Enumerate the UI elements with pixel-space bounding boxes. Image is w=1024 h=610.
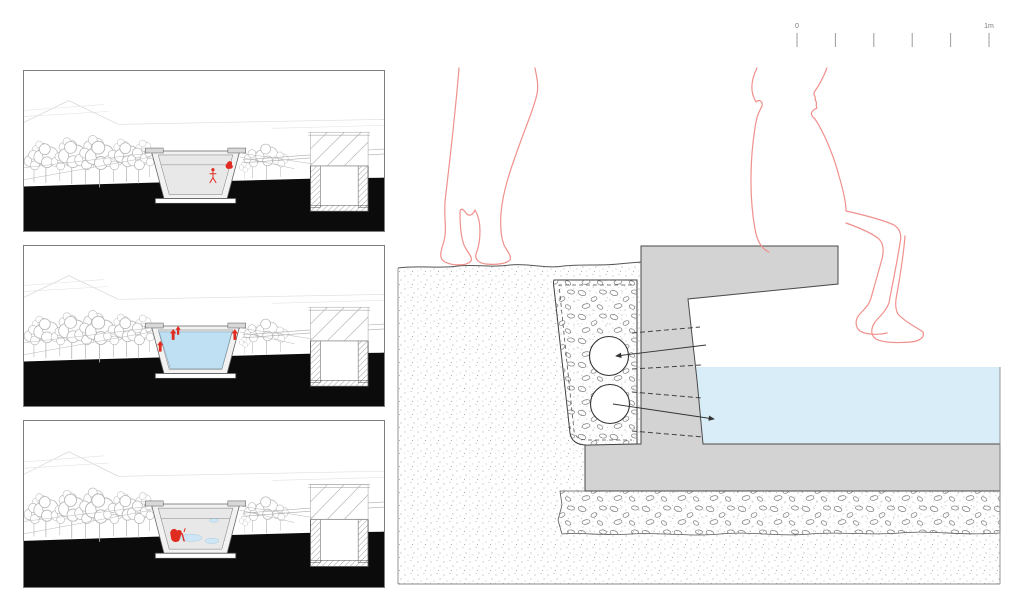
- pipe-sleeve-dashed-lines: [631, 326, 704, 438]
- scale-zero-label: 0: [795, 23, 799, 30]
- basin-water: [158, 331, 233, 369]
- figures-playing: [170, 528, 186, 542]
- figure-in-basin: [209, 168, 217, 184]
- overflow-pipe: [588, 335, 630, 377]
- section-panel-puddle-basin: [23, 420, 385, 588]
- person-sitting-figure: [750, 67, 925, 344]
- gravel-bed: [557, 490, 1001, 536]
- section-panel-empty-basin: [23, 70, 385, 232]
- geotextile-dashed-line: [558, 284, 632, 441]
- figure-on-steps: [225, 161, 233, 169]
- scale-end-label: 1m: [984, 23, 994, 30]
- section-panel-filled-basin: [23, 245, 385, 407]
- flow-arrow-to-overflow-pipe: [615, 344, 707, 359]
- person-standing-figure: [440, 67, 539, 266]
- inlet-pipe: [589, 383, 631, 425]
- puddles: [179, 518, 220, 544]
- flow-arrow-to-pool: [612, 403, 715, 421]
- scale-bar: 0 1m: [795, 23, 994, 47]
- ground-surface-line: [397, 261, 642, 269]
- pool-water: [694, 367, 1000, 444]
- section-borders: [397, 268, 1001, 585]
